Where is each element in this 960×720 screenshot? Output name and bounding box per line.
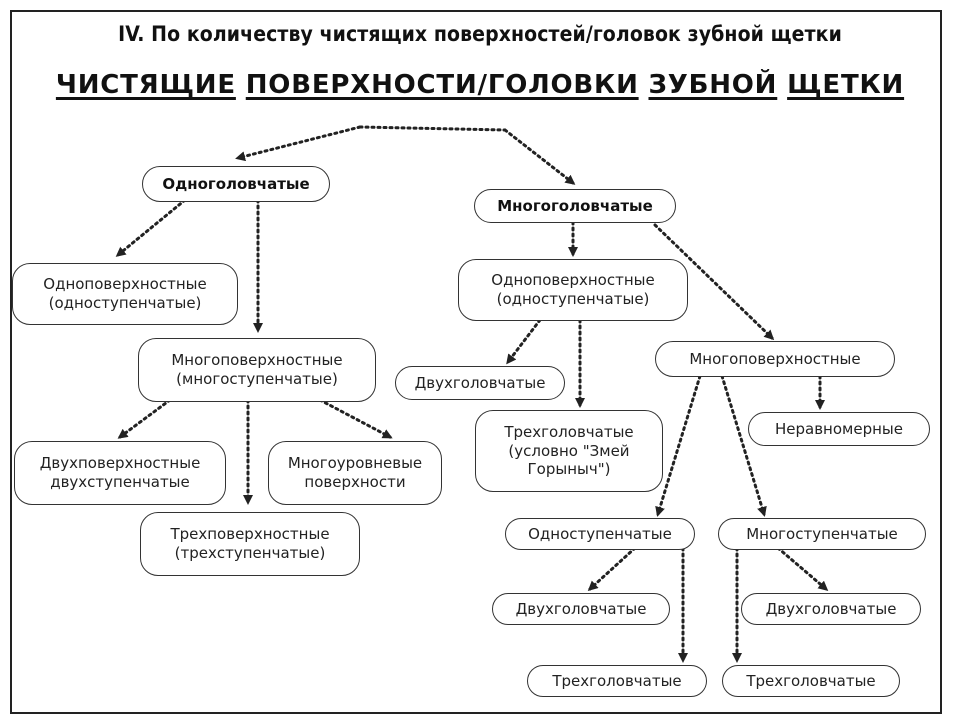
node-three-head-a: Трехголовчатые (условно "Змей Горыныч") xyxy=(475,410,663,492)
connector-multi-surface-to-multi-level xyxy=(318,398,393,439)
connector-multi-step-to-two-head xyxy=(776,546,829,591)
connector-multi-surface-to-multi-step xyxy=(720,374,767,517)
connector-single-surface-to-two-head xyxy=(506,318,542,365)
node-single-head-multi-surface: Многоповерхностные (многоступенчатые) xyxy=(138,338,376,402)
connector-root-top xyxy=(358,125,507,132)
diagram-title: IV. По количеству чистящих поверхностей/… xyxy=(118,22,842,46)
connector-single-step-to-two-head xyxy=(587,546,637,592)
node-two-head-a: Двухголовчатые xyxy=(395,366,565,400)
node-multi-level: Многоуровневые поверхности xyxy=(268,441,442,505)
node-two-surface: Двухповерхностные двухступенчатые xyxy=(14,441,226,505)
subtitle-word-2: ПОВЕРХНОСТИ/ГОЛОВКИ xyxy=(245,70,639,100)
subtitle-word-4: ЩЕТКИ xyxy=(787,70,905,100)
connector-multi-head-to-multi-surface xyxy=(653,223,775,341)
connector-root-left xyxy=(235,125,362,162)
node-multi-step: Многоступенчатые xyxy=(718,518,926,550)
node-uneven: Неравномерные xyxy=(748,412,930,446)
connector-single-head-to-single-surface xyxy=(115,198,187,257)
subtitle-word-3: ЗУБНОЙ xyxy=(648,70,778,100)
node-three-head-c: Трехголовчатые xyxy=(722,665,900,697)
node-two-head-c: Двухголовчатые xyxy=(741,593,921,625)
node-three-surface: Трехповерхностные (трехступенчатые) xyxy=(140,512,360,576)
connector-multi-surface-to-two-surface xyxy=(117,398,172,439)
node-three-head-b: Трехголовчатые xyxy=(527,665,707,697)
node-single-step: Одноступенчатые xyxy=(505,518,695,550)
node-single-head-single-surface: Одноповерхностные (одноступенчатые) xyxy=(12,263,238,325)
connector-root-right xyxy=(503,128,576,185)
diagram-subtitle: ЧИСТЯЩИЕ ПОВЕРХНОСТИ/ГОЛОВКИ ЗУБНОЙ ЩЕТК… xyxy=(0,70,960,100)
diagram-frame xyxy=(10,10,942,714)
node-two-head-b: Двухголовчатые xyxy=(492,593,670,625)
node-multi-head-multi-surface: Многоповерхностные xyxy=(655,341,895,377)
node-multi-head: Многоголовчатые xyxy=(474,189,676,223)
connector-multi-surface-to-single-step xyxy=(655,374,702,517)
subtitle-word-1: ЧИСТЯЩИЕ xyxy=(55,70,236,100)
node-multi-head-single-surface: Одноповерхностные (одноступенчатые) xyxy=(458,259,688,321)
node-single-head: Одноголовчатые xyxy=(142,166,330,202)
